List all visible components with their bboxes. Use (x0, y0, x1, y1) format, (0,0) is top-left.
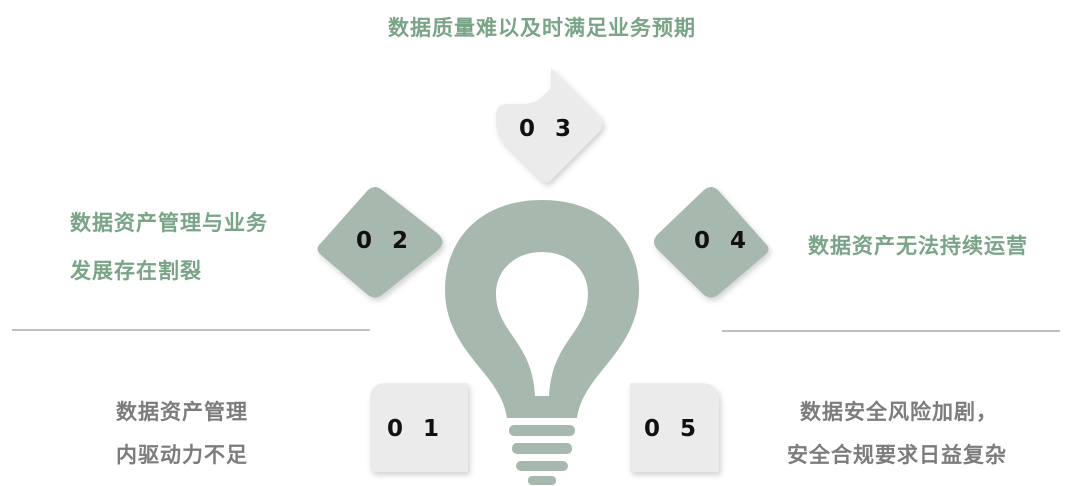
divider-line-left (12, 329, 370, 331)
item-shape-01 (370, 383, 468, 472)
item-shape-02 (317, 187, 443, 298)
item-label-05-line2: 安全合规要求日益复杂 (787, 443, 1007, 467)
lightbulb-icon (445, 200, 639, 485)
item-label-01-line1: 数据资产管理 (116, 400, 248, 424)
item-label-04: 数据资产无法持续运营 (808, 234, 1028, 258)
item-number-05: 0 5 (643, 416, 702, 442)
item-number-01: 0 1 (386, 416, 445, 442)
item-number-03: 0 3 (518, 116, 577, 142)
item-label-05-line1: 数据安全风险加剧， (800, 400, 998, 424)
item-label-02-line2: 发展存在割裂 (70, 259, 202, 283)
item-label-02-line1: 数据资产管理与业务 (70, 211, 268, 235)
item-shape-03 (496, 68, 603, 183)
divider-line-right (722, 330, 1060, 332)
item-shape-05 (630, 383, 719, 472)
item-label-03: 数据质量难以及时满足业务预期 (388, 16, 696, 40)
item-number-04: 0 4 (693, 228, 752, 254)
item-label-01-line2: 内驱动力不足 (116, 443, 248, 467)
item-shape-04 (654, 187, 769, 298)
item-number-02: 0 2 (355, 228, 414, 254)
